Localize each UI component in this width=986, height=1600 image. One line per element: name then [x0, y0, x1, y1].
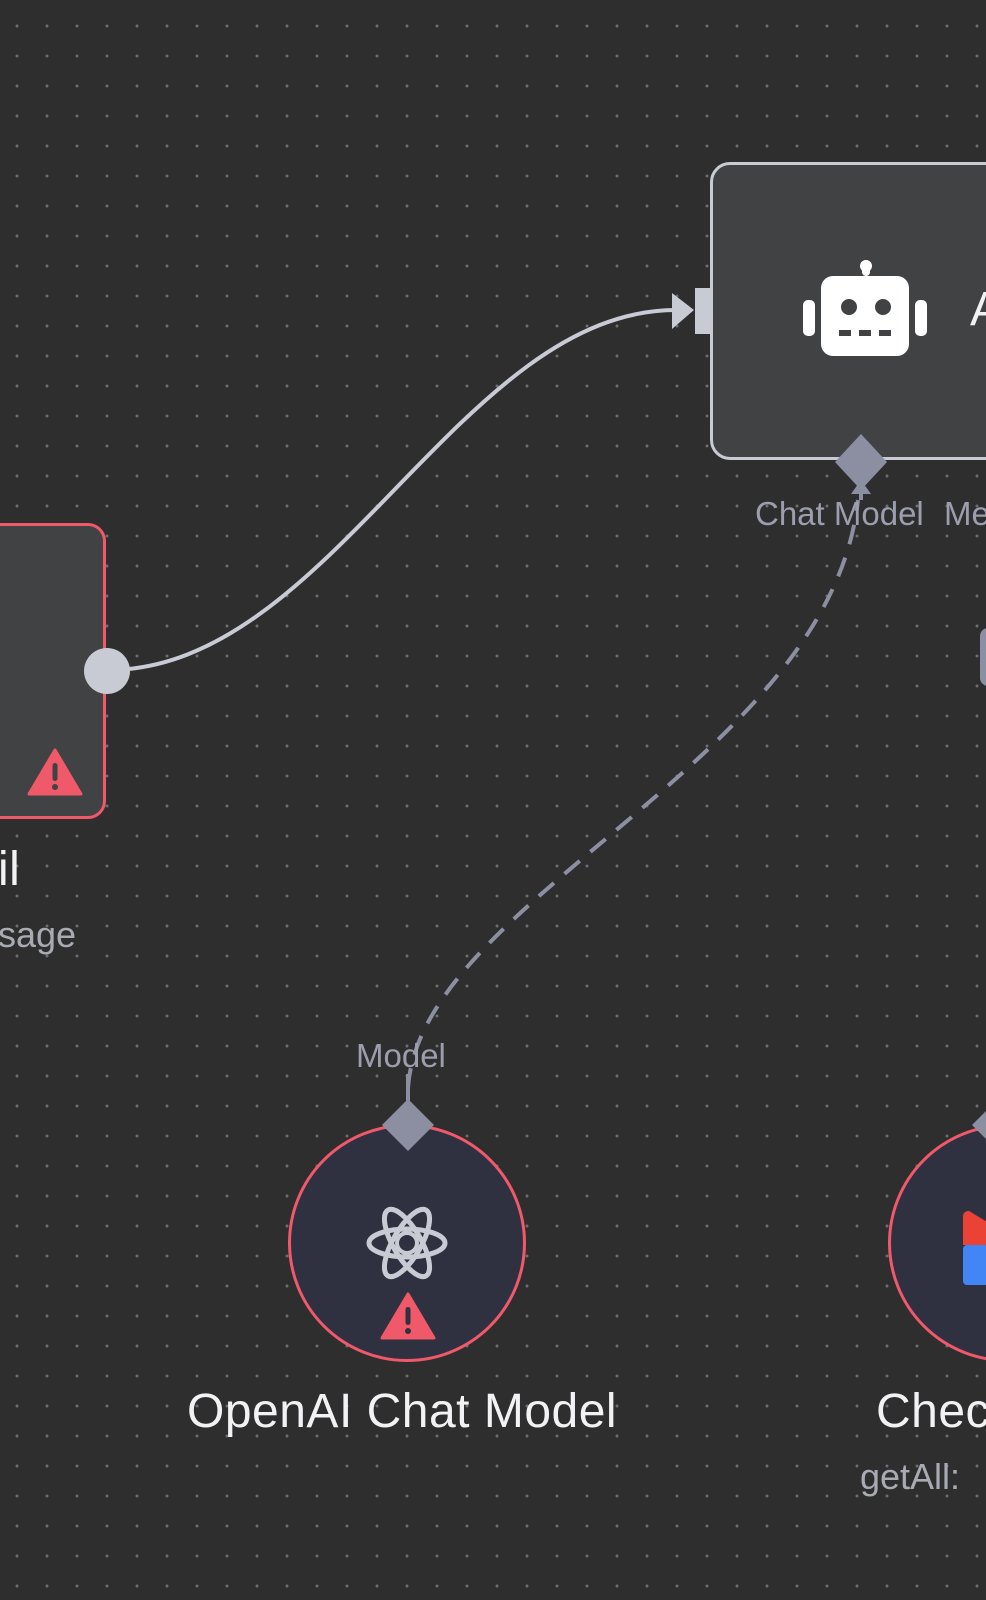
agent-chat-model-handle[interactable] — [833, 432, 889, 500]
calendar-tool-handle[interactable] — [970, 1097, 986, 1153]
openai-chat-model-node[interactable] — [288, 1124, 526, 1362]
agent-input-handle[interactable] — [670, 286, 722, 336]
calendar-node-subtitle: getAll: — [860, 1456, 961, 1497]
gmail-node-title: il — [0, 843, 21, 896]
agent-memory-label: Me — [944, 495, 986, 532]
agent-memory-handle[interactable] — [980, 628, 986, 686]
gmail-node-subtitle: sage — [0, 914, 77, 955]
calendar-node-title: Chec — [876, 1385, 986, 1438]
ai-agent-node[interactable] — [710, 162, 986, 460]
model-connection — [406, 499, 860, 1089]
openai-icon — [366, 1206, 448, 1280]
google-calendar-icon — [963, 1211, 986, 1285]
openai-model-label: Model — [356, 1037, 446, 1074]
gmail-output-handle[interactable] — [82, 646, 132, 696]
openai-model-handle[interactable] — [380, 1097, 436, 1153]
main-connection — [107, 308, 677, 672]
agent-chat-model-label: Chat Model — [755, 495, 924, 532]
warning-icon — [27, 748, 83, 796]
robot-icon — [803, 260, 927, 356]
warning-icon — [380, 1292, 436, 1340]
agent-node-title: A — [970, 282, 986, 337]
openai-node-title: OpenAI Chat Model — [187, 1385, 618, 1438]
